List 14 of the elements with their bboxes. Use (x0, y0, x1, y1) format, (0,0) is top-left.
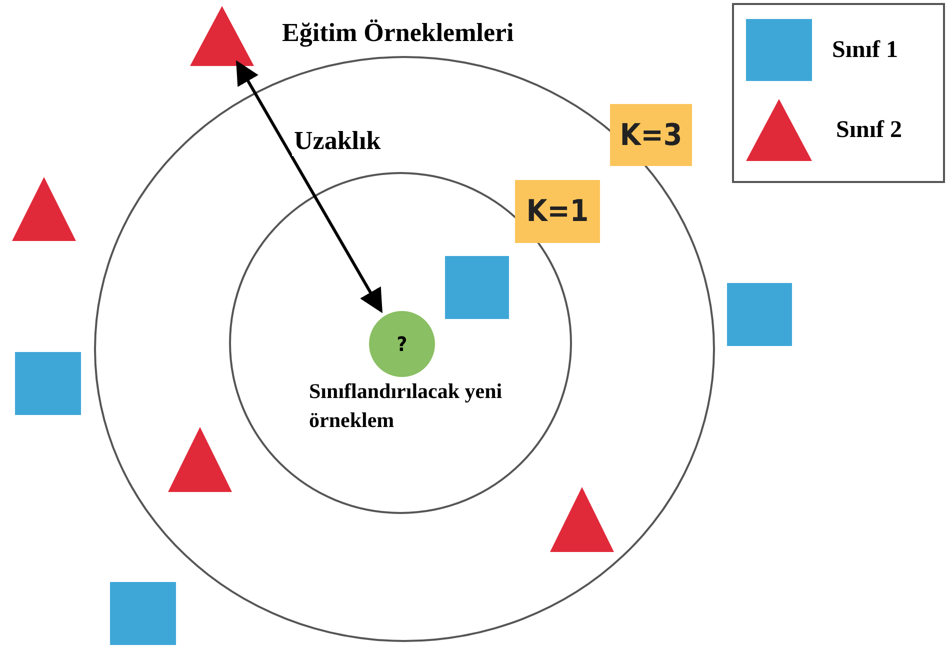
class-2-marker (190, 6, 254, 66)
diagram-title: Eğitim Örneklemleri (282, 18, 514, 48)
point-caption: Sınıflandırılacak yeni örneklem (309, 378, 504, 434)
class-2-marker (168, 427, 232, 492)
legend-label: Sınıf 1 (832, 37, 898, 64)
distance-arrow (236, 60, 382, 314)
class-2-marker (12, 177, 76, 241)
class-1-marker (15, 352, 81, 415)
class-2-marker (550, 487, 614, 552)
k-value-tag: K=1 (515, 180, 600, 243)
class-1-marker (727, 283, 792, 346)
query-point: ? (369, 311, 435, 377)
legend-label: Sınıf 2 (836, 117, 902, 144)
class-1-marker (445, 256, 509, 319)
